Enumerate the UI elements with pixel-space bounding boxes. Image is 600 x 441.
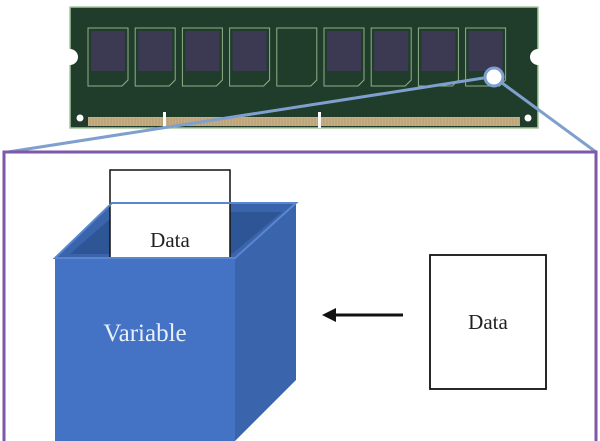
ram-hole-right bbox=[524, 114, 532, 122]
incoming-data-card bbox=[429, 254, 547, 390]
variable-label: Variable bbox=[103, 320, 187, 347]
ram-module bbox=[62, 6, 546, 129]
ram-chip bbox=[87, 27, 129, 87]
ram-hole-left bbox=[76, 114, 84, 122]
zoom-callout bbox=[7, 66, 597, 154]
ram-chip bbox=[276, 27, 318, 87]
ram-chip bbox=[181, 27, 223, 87]
ram-chip bbox=[134, 27, 176, 87]
zoom-point-icon bbox=[483, 66, 505, 88]
stored-data-label: Data bbox=[150, 228, 190, 252]
ram-notch-right bbox=[530, 49, 546, 65]
ram-notch-left bbox=[62, 49, 78, 65]
variable-box-side bbox=[235, 203, 296, 441]
variable-box bbox=[52, 169, 299, 441]
ram-chip bbox=[417, 27, 459, 87]
ram-contacts bbox=[88, 117, 520, 126]
arrow-left-icon bbox=[322, 308, 403, 322]
stored-data-card bbox=[109, 169, 231, 259]
ram-chip bbox=[229, 27, 271, 87]
variable-box-front bbox=[55, 258, 235, 441]
incoming-data-label: Data bbox=[468, 310, 508, 334]
ram-key-notch-1 bbox=[163, 112, 166, 128]
zoom-frame bbox=[2, 150, 598, 441]
ram-key-notch-2 bbox=[318, 112, 321, 128]
ram-chips bbox=[87, 27, 507, 87]
ram-chip bbox=[323, 27, 365, 87]
ram-chip bbox=[370, 27, 412, 87]
